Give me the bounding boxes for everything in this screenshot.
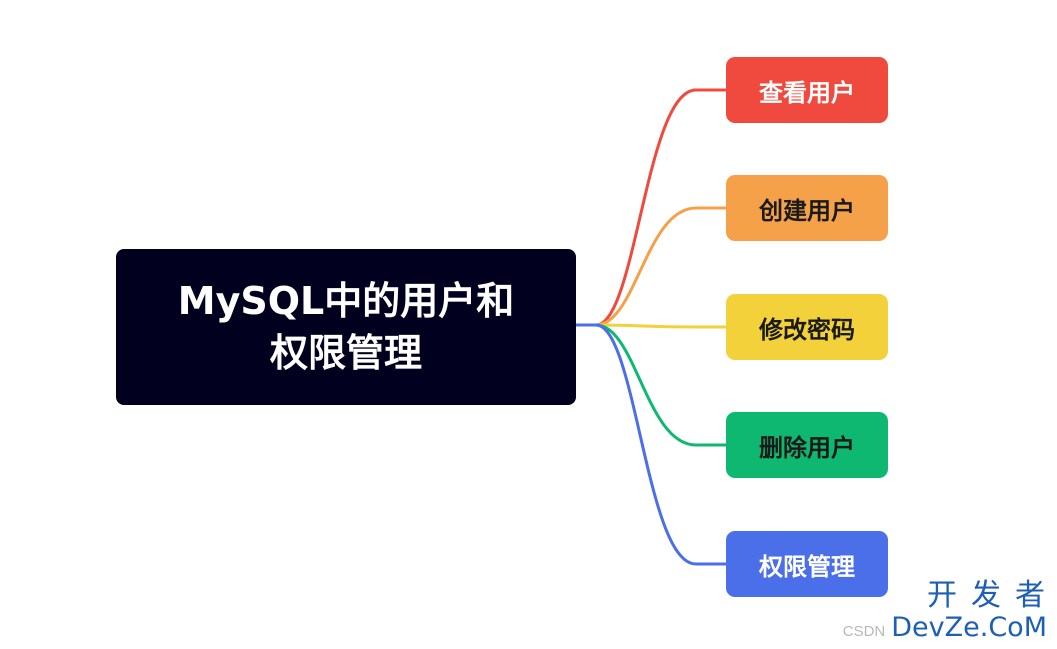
branch-label: 修改密码 (759, 315, 855, 344)
branch-label: 删除用户 (759, 433, 855, 462)
watermark-row: CSDN DevZe.CoM (843, 613, 1047, 643)
watermark-domain-text: DevZe.CoM (891, 612, 1047, 643)
branch-node-view-users[interactable]: 查看用户 (726, 57, 888, 123)
central-topic-line-2: 权限管理 (269, 331, 422, 375)
branch-label: 权限管理 (759, 552, 855, 581)
branch-node-create-user[interactable]: 创建用户 (726, 175, 888, 241)
central-topic[interactable]: MySQL中的用户和 权限管理 (116, 249, 576, 405)
branch-node-delete-user[interactable]: 删除用户 (726, 412, 888, 478)
branch-node-change-password[interactable]: 修改密码 (726, 294, 888, 360)
branch-label: 查看用户 (759, 78, 855, 107)
connector-branch-2 (595, 206, 726, 327)
connector-branch-3 (595, 323, 726, 329)
connector-branch-4 (595, 323, 726, 447)
watermark: 开发者 CSDN DevZe.CoM (843, 579, 1047, 643)
watermark-brand-text: 开发者 (927, 578, 1057, 613)
branch-label: 创建用户 (759, 196, 855, 225)
connector-branch-5 (595, 323, 726, 566)
watermark-csdn-text: CSDN (842, 623, 886, 640)
branch-node-permission-management[interactable]: 权限管理 (726, 531, 888, 597)
connector-branch-1 (595, 88, 726, 327)
central-topic-line-1: MySQL中的用户和 (177, 279, 515, 323)
